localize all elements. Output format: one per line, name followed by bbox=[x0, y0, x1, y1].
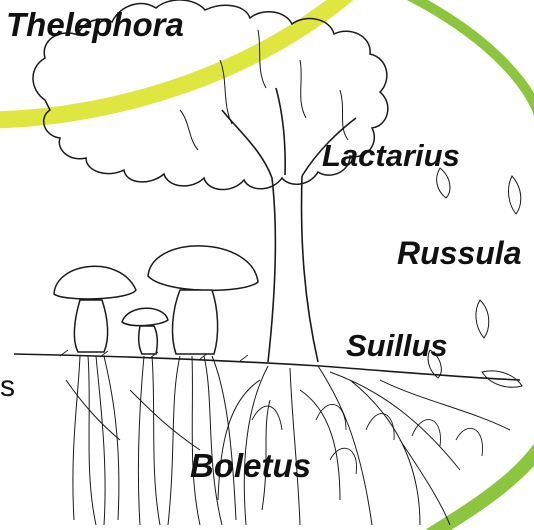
label-lactarius: Lactarius bbox=[322, 140, 460, 171]
label-russula: Russula bbox=[397, 237, 521, 269]
hyphae-network bbox=[66, 356, 236, 525]
tree-trunk bbox=[222, 88, 356, 362]
label-suillus: Suillus bbox=[346, 330, 448, 361]
label-thelephora: Thelephora bbox=[6, 8, 184, 41]
green-arc-band bbox=[398, 0, 534, 140]
mushroom-left bbox=[54, 266, 136, 352]
tree-root-system bbox=[218, 366, 510, 525]
label-boletus: Boletus bbox=[190, 449, 311, 482]
label-cropped-edge: s bbox=[0, 372, 15, 402]
mushroom-small bbox=[122, 308, 168, 354]
mushroom-large bbox=[148, 246, 258, 354]
